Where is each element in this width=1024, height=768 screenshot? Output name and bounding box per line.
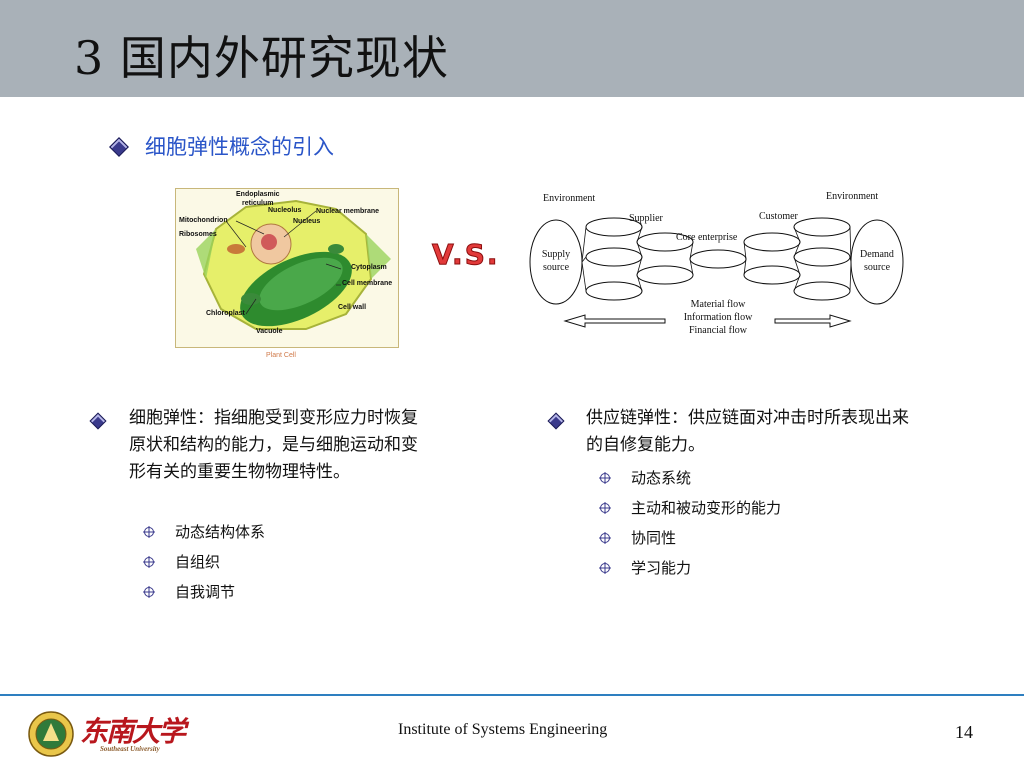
university-logo-text: 东南大学 xyxy=(80,715,186,748)
label-vacuole: Vacuole xyxy=(256,328,283,335)
right-arrow xyxy=(774,314,852,328)
crosshair-bullet-icon xyxy=(143,586,155,598)
material-flow-label: Material flow xyxy=(690,299,746,310)
environment-left-label: Environment xyxy=(543,193,596,204)
diamond-bullet-icon xyxy=(109,137,129,157)
information-flow-label: Information flow xyxy=(683,312,753,323)
supply-source-label-line1: Supply xyxy=(541,249,571,260)
page-number: 14 xyxy=(955,722,973,742)
left-list-item: 自我调节 xyxy=(175,583,236,601)
customer-label: Customer xyxy=(759,211,798,222)
plant-cell-figure: Endoplasmic reticulum Nucleolus Nuclear … xyxy=(175,188,399,348)
label-nucleus: Nucleus xyxy=(293,218,321,225)
label-ribosomes: Ribosomes xyxy=(179,231,217,238)
footer-divider xyxy=(0,694,1024,696)
label-mitochondrion: Mitochondrion xyxy=(179,217,228,224)
cell-elasticity-definition: 细胞弹性：指细胞受到变形应力时恢复原状和结构的能力，是与细胞运动和变形有关的重要… xyxy=(129,408,418,482)
label-cell-membrane: Cell membrane xyxy=(342,280,393,287)
right-list-item: 协同性 xyxy=(631,529,677,547)
core-enterprise-label: Core enterprise xyxy=(676,232,738,243)
label-cytoplasm: Cytoplasm xyxy=(351,264,387,271)
crosshair-bullet-icon xyxy=(143,556,155,568)
right-list-item: 主动和被动变形的能力 xyxy=(631,499,782,517)
slide-subtitle: 细胞弹性概念的引入 xyxy=(145,135,334,159)
right-list-item: 动态系统 xyxy=(631,469,692,487)
supply-chain-elasticity-definition: 供应链弹性：供应链面对冲击时所表现出来的自修复能力。 xyxy=(586,408,909,455)
title-band xyxy=(0,0,1024,97)
label-endoplasmic: Endoplasmic xyxy=(236,191,280,198)
diamond-bullet-icon xyxy=(89,412,107,430)
left-list-item: 动态结构体系 xyxy=(175,523,266,541)
crosshair-bullet-icon xyxy=(599,532,611,544)
label-nuclear-membrane: Nuclear membrane xyxy=(316,208,380,215)
university-logo-english: Southeast University xyxy=(100,745,160,753)
label-chloroplast: Chloroplast xyxy=(206,310,245,317)
demand-source-label-line1: Demand xyxy=(860,249,894,260)
supply-source-label-line2: source xyxy=(542,262,570,273)
crosshair-bullet-icon xyxy=(599,472,611,484)
plant-cell-illustration xyxy=(196,199,391,330)
slide-title: 3 国内外研究现状 xyxy=(74,31,449,85)
diamond-bullet-icon xyxy=(547,412,565,430)
right-list-item: 学习能力 xyxy=(631,559,692,577)
crosshair-bullet-icon xyxy=(143,526,155,538)
versus-label: V.S. xyxy=(432,238,500,272)
environment-right-label: Environment xyxy=(826,191,879,202)
supply-chain-diagram xyxy=(529,217,904,328)
label-nucleolus: Nucleolus xyxy=(268,207,302,214)
label-cell-wall: Cell wall xyxy=(338,304,367,311)
cell-figure-caption: Plant Cell xyxy=(266,352,296,359)
crosshair-bullet-icon xyxy=(599,502,611,514)
financial-flow-label: Financial flow xyxy=(688,325,748,336)
demand-source-label-line2: source xyxy=(863,262,891,273)
institute-name: Institute of Systems Engineering xyxy=(398,721,608,738)
university-seal-icon xyxy=(28,711,74,757)
supplier-label: Supplier xyxy=(629,213,663,224)
crosshair-bullet-icon xyxy=(599,562,611,574)
label-reticulum: reticulum xyxy=(242,200,274,207)
left-list-item: 自组织 xyxy=(175,553,221,571)
left-arrow xyxy=(563,314,666,328)
